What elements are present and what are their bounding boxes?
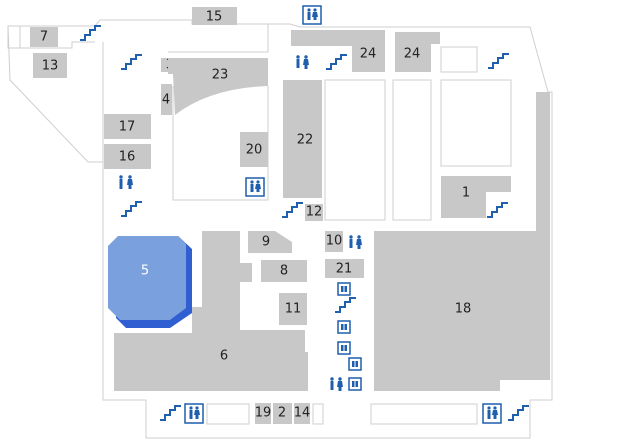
room-22[interactable] — [283, 80, 322, 198]
room-1-label: 1 — [462, 186, 470, 201]
room-8[interactable] — [261, 260, 307, 282]
room-2[interactable] — [294, 403, 310, 424]
entrance-box-right — [370, 403, 478, 425]
stairs-icon[interactable] — [326, 54, 347, 70]
room-10[interactable] — [325, 231, 343, 252]
room-19[interactable] — [273, 403, 292, 424]
stairs-icon[interactable] — [121, 54, 142, 70]
restroom-icon[interactable] — [119, 175, 133, 189]
room-15[interactable] — [192, 7, 237, 25]
restroom-icon[interactable] — [184, 403, 204, 424]
room-20-label: 20 — [246, 143, 263, 158]
room-15-label: 15 — [206, 10, 223, 25]
elevator-icon[interactable] — [348, 377, 362, 391]
room-5-label: 5 — [141, 264, 149, 279]
room-14[interactable] — [114, 231, 308, 391]
restroom-icon[interactable] — [245, 177, 265, 197]
stairs-icon[interactable] — [121, 201, 142, 217]
room-23-label: 23 — [212, 68, 229, 83]
elevator-icon[interactable] — [348, 357, 362, 371]
elevator-icon[interactable] — [337, 341, 351, 355]
room-24-left-label: 24 — [360, 47, 377, 62]
restroom-icon[interactable] — [330, 377, 343, 391]
room-6-label: 19 — [255, 406, 272, 421]
room-18-label: 18 — [455, 302, 472, 317]
elevator-icon[interactable] — [337, 320, 351, 334]
room-16[interactable] — [104, 144, 151, 169]
restroom-icon[interactable] — [302, 5, 322, 25]
room-10-label: 10 — [326, 234, 343, 249]
corridor-block-b — [392, 79, 432, 221]
stairs-icon[interactable] — [282, 202, 303, 218]
room-11[interactable] — [279, 293, 307, 325]
room-17[interactable] — [104, 114, 151, 139]
room-24-right[interactable] — [395, 32, 440, 72]
room-12-label: 12 — [306, 205, 323, 220]
stairs-icon[interactable] — [80, 25, 101, 41]
entrance-box-left — [206, 403, 250, 425]
room-16-label: 16 — [119, 150, 136, 165]
stairs-icons — [80, 25, 529, 421]
room-7[interactable] — [30, 27, 58, 47]
room-9-label: 9 — [262, 235, 270, 250]
room-17-label: 17 — [119, 120, 136, 135]
restroom-icon[interactable] — [482, 403, 502, 424]
room-18[interactable] — [374, 92, 550, 391]
stairs-icon[interactable] — [335, 297, 356, 313]
room-24-left[interactable] — [291, 30, 385, 72]
room-19-label: 2 — [278, 406, 286, 421]
room-20[interactable] — [240, 132, 268, 167]
restroom-icon[interactable] — [349, 235, 362, 249]
room-5[interactable] — [108, 236, 186, 320]
room-14-label: 6 — [220, 349, 228, 364]
stairs-icon[interactable] — [160, 405, 181, 421]
room-24-right-label: 24 — [404, 47, 421, 62]
restroom-icons — [119, 5, 502, 424]
stairs-icon[interactable] — [487, 202, 508, 218]
room-13[interactable] — [33, 53, 67, 78]
room-1[interactable] — [441, 176, 511, 218]
room-11-label: 11 — [285, 302, 302, 317]
room-9[interactable] — [248, 231, 292, 253]
restroom-icon[interactable] — [296, 55, 309, 69]
room-21-label: 21 — [336, 262, 353, 277]
room-6[interactable] — [255, 403, 271, 424]
storage-box — [440, 46, 478, 73]
corridor-block-a — [324, 79, 386, 221]
room-4-label: 4 — [162, 93, 170, 108]
rooms: 7 13 15 3 23 4 17 16 20 22 24 24 1 12 9 … — [30, 7, 550, 424]
stairs-icon[interactable] — [488, 53, 509, 69]
room-8-label: 8 — [280, 264, 288, 279]
room-21[interactable] — [325, 259, 364, 278]
room-23[interactable] — [168, 58, 268, 115]
elevator-icons — [337, 282, 362, 391]
room-7-label: 7 — [40, 30, 48, 45]
room-5-selected[interactable]: 5 — [108, 236, 192, 328]
room-13-label: 13 — [42, 59, 59, 74]
elevator-icon[interactable] — [337, 282, 351, 296]
room-12[interactable] — [305, 204, 323, 221]
room-22-label: 22 — [297, 133, 314, 148]
corridor-block-c — [440, 79, 512, 167]
room-4[interactable] — [161, 84, 172, 115]
stairs-icon[interactable] — [508, 405, 529, 421]
entrance-box-small — [312, 403, 324, 425]
room-2-label: 14 — [294, 406, 311, 421]
